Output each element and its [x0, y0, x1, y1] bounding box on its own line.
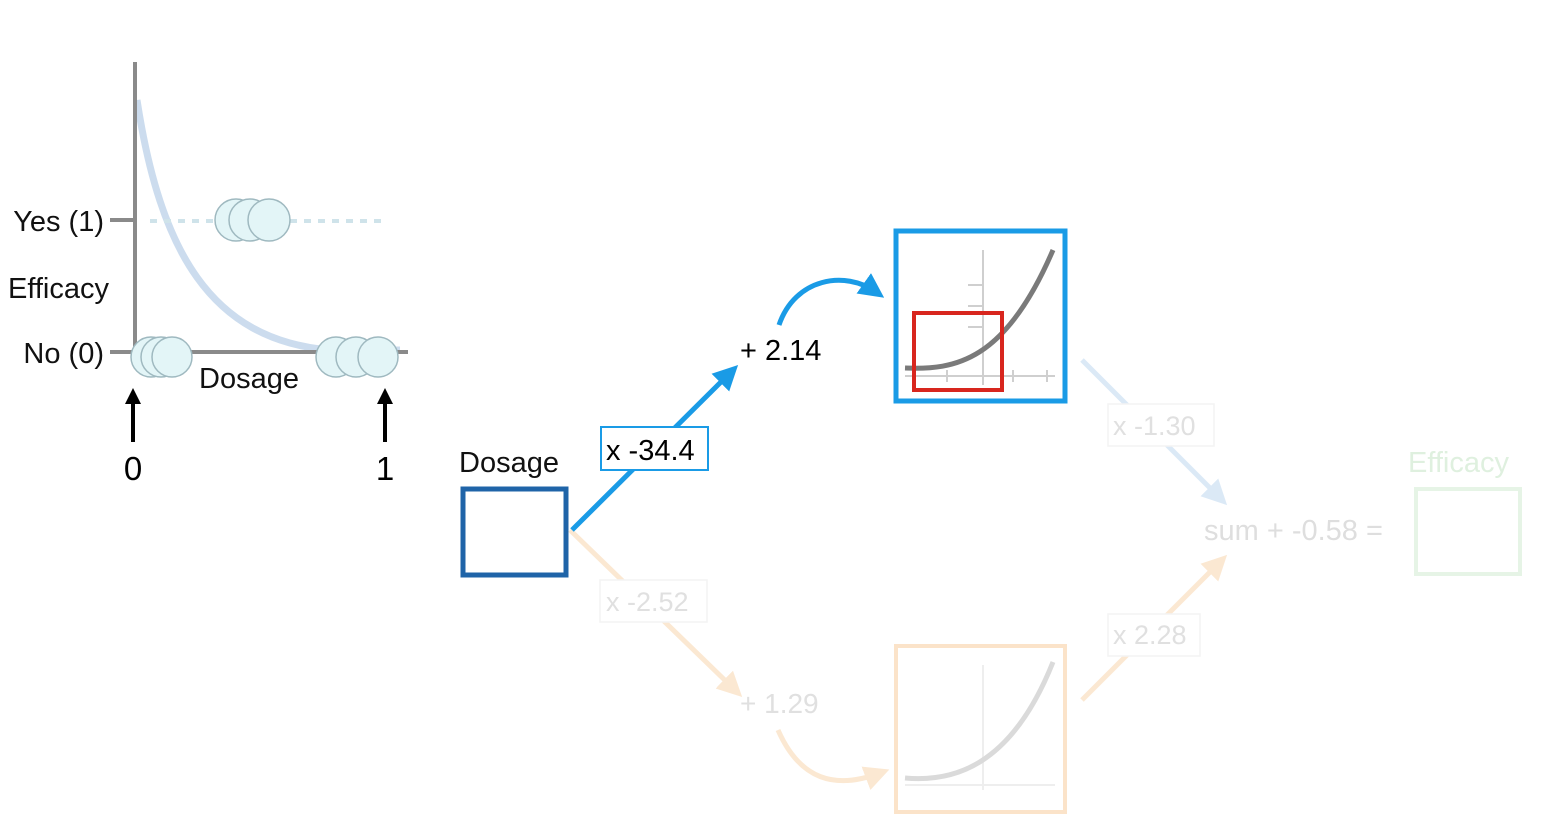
top-weight-label: x -34.4: [606, 435, 695, 467]
top-output-weight-box: [1107, 403, 1215, 447]
top-weight-box: [600, 426, 709, 471]
arrow-label-zero: 0: [124, 450, 142, 487]
y-tick-label-no: No (0): [23, 338, 104, 370]
bottom-bias-label: + 1.29: [740, 688, 819, 719]
activation-axes: [905, 250, 1055, 385]
data-points-no-high: [315, 336, 399, 378]
top-bias-connector: [776, 273, 885, 326]
bottom-weight-box: [599, 579, 708, 623]
fitted-curve: [133, 99, 400, 354]
output-label: Efficacy: [1408, 447, 1510, 479]
bottom-path: x -2.52 + 1.29 x 2.28: [568, 528, 1228, 814]
top-path: Dosage x -34.4 + 2.14: [459, 228, 1068, 578]
data-point: [357, 336, 399, 378]
data-point: [247, 198, 291, 242]
bottom-bias-connector: [775, 728, 890, 790]
data-points-yes: [214, 198, 291, 242]
top-activation-box: [893, 228, 1068, 404]
output-box: [1414, 487, 1522, 576]
top-output-weight-label: x -1.30: [1113, 411, 1196, 441]
inset-plot: Yes (1) Efficacy No (0) Dosage 0 1: [8, 62, 408, 487]
activation-curve: [904, 249, 1056, 371]
arrow-label-one: 1: [376, 450, 394, 487]
x-axis-label: Dosage: [199, 363, 299, 395]
bottom-weight-label: x -2.52: [606, 587, 689, 617]
y-tick-label-yes: Yes (1): [13, 206, 104, 238]
input-box: [460, 486, 569, 578]
y-axis-label: Efficacy: [8, 273, 110, 305]
input-label: Dosage: [459, 447, 559, 479]
bottom-output-weight-label: x 2.28: [1113, 620, 1187, 650]
output-section: x -1.30 sum + -0.58 = Efficacy: [1080, 358, 1522, 576]
sum-label: sum + -0.58 =: [1204, 515, 1383, 547]
top-bias-label: + 2.14: [740, 335, 821, 367]
data-point: [151, 336, 193, 378]
data-points-no-low: [130, 336, 193, 378]
highlight-region: [912, 311, 1004, 392]
bottom-output-weight-box: [1107, 613, 1201, 657]
bottom-activation-box: [894, 644, 1067, 814]
bottom-activation-curve: [904, 661, 1056, 782]
